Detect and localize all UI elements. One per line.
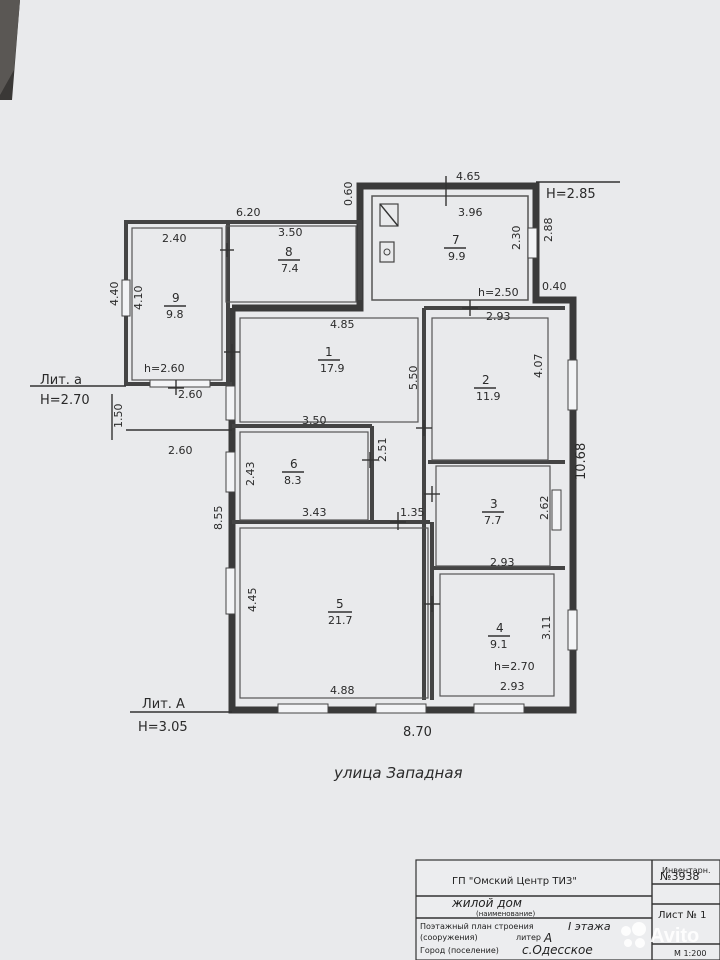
- stamp-scale: М 1:200: [674, 949, 707, 958]
- svg-text:2: 2: [482, 373, 490, 387]
- svg-text:9: 9: [172, 291, 180, 305]
- title-block: ГП "Омский Центр ТИЗ" Инвентарн. №3938 ж…: [415, 859, 720, 960]
- street-label: улица Западная: [333, 764, 463, 782]
- room-8: 8 7.4 3.50: [278, 226, 303, 275]
- dim-top-left: 6.20: [236, 206, 261, 219]
- svg-text:4.45: 4.45: [246, 588, 259, 613]
- level-lines: [30, 176, 620, 713]
- stamp-plan-sub: (сооружения): [420, 933, 478, 942]
- svg-text:8.3: 8.3: [284, 474, 302, 487]
- svg-text:9.9: 9.9: [448, 250, 466, 263]
- stamp-object-sub: (наименование): [476, 910, 535, 918]
- svg-text:7: 7: [452, 233, 460, 247]
- svg-text:3.50: 3.50: [278, 226, 303, 239]
- stamp-org: ГП "Омский Центр ТИЗ": [452, 876, 577, 887]
- svg-text:2.88: 2.88: [542, 218, 555, 243]
- svg-text:8: 8: [285, 245, 293, 259]
- svg-text:4.10: 4.10: [132, 286, 145, 311]
- dim-annex-bottom2: 2.60: [168, 444, 193, 457]
- stamp-city-label: Город (поселение): [420, 946, 499, 955]
- svg-text:3.96: 3.96: [458, 206, 483, 219]
- stamp-plan-label: Поэтажный план строения: [420, 922, 534, 931]
- svg-text:h=2.50: h=2.50: [478, 286, 519, 299]
- svg-text:h=2.70: h=2.70: [494, 660, 535, 673]
- svg-text:2.30: 2.30: [510, 226, 523, 251]
- svg-text:2.51: 2.51: [376, 438, 389, 463]
- room-4: 4 9.1 3.11 h=2.70 2.93: [488, 616, 553, 693]
- svg-text:7.4: 7.4: [281, 262, 299, 275]
- room-5: 5 21.7 4.45 4.88: [246, 588, 355, 698]
- svg-text:9.1: 9.1: [490, 638, 508, 651]
- dim-annex-side: 4.40: [108, 282, 121, 307]
- svg-text:3.11: 3.11: [540, 616, 553, 641]
- dim-left-side: 8.55: [212, 506, 225, 531]
- svg-text:5.50: 5.50: [407, 366, 420, 391]
- svg-text:17.9: 17.9: [320, 362, 345, 375]
- svg-text:5: 5: [336, 597, 344, 611]
- watermark-text: Avito: [650, 925, 699, 947]
- stamp-liter-label: литер: [516, 933, 541, 942]
- svg-text:4.85: 4.85: [330, 318, 355, 331]
- door-marks: [168, 243, 478, 612]
- svg-text:7.7: 7.7: [484, 514, 502, 527]
- dim-step-b: 0.40: [542, 280, 567, 293]
- svg-text:1: 1: [325, 345, 333, 359]
- stamp-floor: I этажа: [568, 920, 611, 933]
- height-annex: H=2.70: [40, 393, 90, 408]
- height-upper: H=2.85: [546, 187, 596, 202]
- svg-text:3: 3: [490, 497, 498, 511]
- avito-watermark: Avito: [621, 922, 699, 948]
- room-9: 9 9.8 2.40 4.10 h=2.60: [132, 232, 187, 375]
- windows: [121, 227, 578, 714]
- stamp-inv-label: Инвентарн.: [662, 866, 711, 875]
- room-2: 2 11.9 2.93 4.07: [474, 310, 545, 403]
- svg-text:9.8: 9.8: [166, 308, 184, 321]
- stamp-city: с.Одесское: [522, 943, 593, 957]
- svg-text:2.93: 2.93: [500, 680, 525, 693]
- dim-top-right: 4.65: [456, 170, 481, 183]
- dim-step-a: 0.60: [342, 182, 355, 207]
- svg-text:2.40: 2.40: [162, 232, 187, 245]
- room-6: 6 8.3 2.43 2.51 3.43 1.35: [244, 438, 425, 520]
- dim-width: 8.70: [403, 725, 432, 740]
- svg-text:4: 4: [496, 621, 504, 635]
- svg-text:1.35: 1.35: [400, 506, 425, 519]
- svg-text:21.7: 21.7: [328, 614, 353, 627]
- room-7: 7 9.9 3.96 2.30 2.88 h=2.50: [444, 206, 555, 299]
- svg-text:11.9: 11.9: [476, 390, 501, 403]
- svg-text:2.93: 2.93: [486, 310, 511, 323]
- svg-text:3.50: 3.50: [302, 414, 327, 427]
- svg-text:3.43: 3.43: [302, 506, 327, 519]
- stamp-sheet: Лист № 1: [658, 910, 706, 921]
- binding-edge: [0, 0, 20, 95]
- svg-text:2.93: 2.93: [490, 556, 515, 569]
- room-1: 1 17.9 4.85 5.50 3.50: [302, 318, 420, 427]
- dim-annex-bottom: 2.60: [178, 388, 203, 401]
- dim-annex-gap: 1.50: [112, 404, 125, 429]
- svg-text:2.43: 2.43: [244, 462, 257, 487]
- stamp-object: жилой дом: [451, 896, 522, 910]
- stamp-inv-no: №3938: [660, 870, 699, 883]
- svg-text:4.88: 4.88: [330, 684, 355, 697]
- svg-text:2.62: 2.62: [538, 496, 551, 521]
- lit-main: Лит. А: [142, 697, 185, 712]
- svg-text:6: 6: [290, 457, 298, 471]
- svg-text:h=2.60: h=2.60: [144, 362, 185, 375]
- room-3: 3 7.7 2.62 2.93: [482, 496, 551, 569]
- lit-annex: Лит. а: [40, 373, 82, 388]
- dim-length: 10.68: [574, 443, 589, 480]
- svg-text:4.07: 4.07: [532, 354, 545, 379]
- height-main: H=3.05: [138, 720, 188, 735]
- stamp-liter: А: [543, 931, 552, 945]
